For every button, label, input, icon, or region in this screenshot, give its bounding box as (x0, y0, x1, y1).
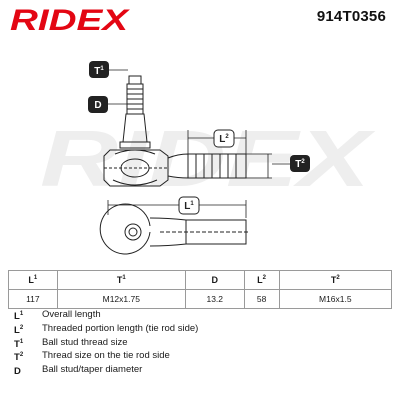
svg-text:D: D (94, 100, 101, 111)
legend-item: T1 Ball stud thread size (14, 336, 128, 350)
svg-text:T2: T2 (295, 159, 305, 170)
value-d: 13.2 (184, 289, 245, 309)
ridex-logo: RIDEX (10, 4, 130, 34)
header-l1: L1 (8, 270, 58, 290)
callout-d: D (88, 96, 108, 113)
svg-text:RIDEX: RIDEX (40, 114, 376, 203)
legend-item: T2 Thread size on the tie rod side (14, 350, 170, 364)
value-l1: 117 (8, 289, 58, 309)
callout-l2: L2 (213, 129, 235, 148)
header-t2: T2 (278, 270, 393, 290)
callout-t1: T1 (89, 61, 109, 78)
header-d: D (184, 270, 245, 290)
side-view (103, 75, 247, 187)
watermark: RIDEX (40, 114, 376, 203)
part-number: 914T0356 (316, 8, 386, 25)
callout-l1: L1 (178, 196, 200, 215)
specs-value-row: 117 M12x1.75 13.2 58 M16x1.5 (8, 289, 393, 309)
top-view (99, 203, 250, 255)
legend-item: L2 Threaded portion length (tie rod side… (14, 322, 199, 336)
tie-rod-end-drawing: RIDEX (40, 61, 376, 255)
ridex-logo-text: RIDEX (10, 4, 130, 34)
header-l2: L2 (243, 270, 280, 290)
legend-item: L1 Overall length (14, 309, 101, 323)
svg-text:L1: L1 (184, 201, 194, 212)
legend: L1 Overall length L2 Threaded portion le… (14, 309, 198, 378)
svg-text:T1: T1 (94, 66, 104, 77)
specs-header-row: L1 T1 D L2 T2 (8, 270, 393, 290)
value-t1: M12x1.75 (56, 289, 186, 309)
value-l2: 58 (243, 289, 280, 309)
callout-t2: T2 (290, 155, 310, 172)
legend-item: D Ball stud/taper diameter (14, 364, 143, 378)
value-t2: M16x1.5 (278, 289, 393, 309)
header-t1: T1 (56, 270, 186, 290)
svg-text:L2: L2 (219, 134, 229, 145)
specs-table: L1 T1 D L2 T2 117 M12x1.75 13.2 58 M16x1… (8, 270, 393, 309)
